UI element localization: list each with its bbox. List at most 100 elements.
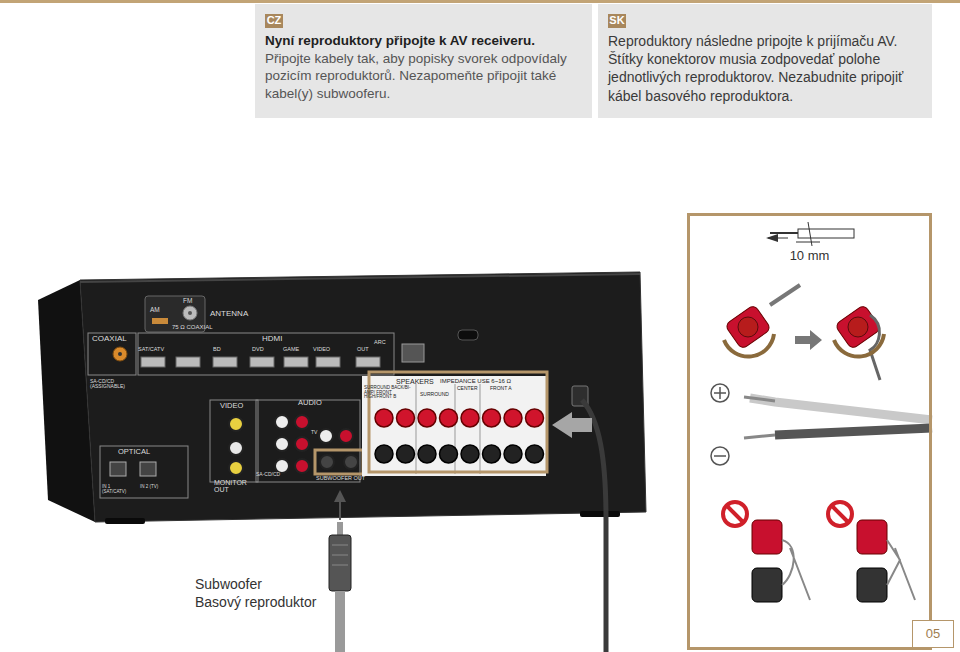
- am-clip: [152, 318, 168, 324]
- red-terminal: [857, 520, 887, 554]
- terminal-step: [724, 285, 884, 380]
- audio-frame: [256, 400, 360, 482]
- black-terminal: [418, 445, 436, 463]
- rca-jack: [295, 415, 309, 429]
- port-label: BD: [213, 347, 221, 353]
- black-terminal: [857, 568, 887, 602]
- minus-symbol: [711, 447, 729, 465]
- rca-jack: [229, 461, 243, 475]
- port-label: SURROUND: [420, 392, 449, 397]
- step-arrow: [795, 330, 822, 350]
- port-label: SPEAKERS: [396, 378, 434, 385]
- wire-core: [770, 232, 798, 234]
- optical-frame: [100, 446, 188, 498]
- port-label: DVD: [252, 347, 264, 353]
- port-label: TV: [311, 430, 317, 435]
- port-label: IN 2 (TV): [140, 485, 166, 490]
- black-terminal: [440, 445, 458, 463]
- optical-port: [110, 462, 126, 476]
- node-body: Připojte kabely tak, aby popisky svorek …: [265, 50, 582, 103]
- node-heading: SK: [608, 14, 626, 28]
- port-label: IMPEDANCE USE 6~16 Ω: [440, 378, 511, 384]
- red-terminal: [526, 409, 544, 427]
- red-terminal: [725, 304, 772, 349]
- rca-jacks: [229, 415, 358, 475]
- red-terminal: [397, 409, 415, 427]
- plug-rib: [332, 555, 348, 556]
- fm-jack: [183, 306, 197, 320]
- no-symbol: [832, 506, 848, 522]
- highlight-frame: [315, 450, 363, 474]
- cut-mark: [808, 222, 812, 246]
- hdmi-frame: [138, 333, 394, 375]
- speaker-panel: [362, 376, 546, 476]
- wire-insulation: [798, 229, 854, 238]
- black-terminal: [483, 445, 501, 463]
- plug-tip: [337, 522, 343, 536]
- speaker-terminals: [375, 409, 544, 463]
- node-heading: 10 mm: [787, 248, 833, 264]
- detail-inset: 10 mm: [687, 213, 932, 650]
- port-label: SURROUND BACK/BI-AMP/ FRONT HIGH/FRONT B: [364, 386, 416, 400]
- divider: [480, 384, 481, 474]
- plus-symbol: [719, 387, 721, 399]
- terminal-cap: [738, 317, 758, 337]
- port-label: OUT: [357, 347, 369, 353]
- red-terminal: [418, 409, 436, 427]
- port-label: MONITOR OUT: [214, 479, 254, 494]
- top-rule: [0, 0, 960, 3]
- coaxial-pin: [118, 352, 122, 356]
- black-terminal: [375, 445, 393, 463]
- pointer-arrow: [552, 412, 592, 438]
- turn-arrow: [724, 334, 774, 357]
- node-heading: Reproduktory následne pripojte k prijíma…: [608, 32, 922, 50]
- red-terminal: [461, 409, 479, 427]
- node-heading: Nyní reproduktory připojte k AV receiver…: [265, 32, 582, 50]
- sub-cable: [335, 591, 345, 652]
- wire-core: [744, 435, 775, 438]
- port-label: IN 1 (SAT/CATV): [102, 485, 134, 494]
- port-label: ARC: [374, 340, 386, 346]
- hdmi-port: [213, 357, 237, 367]
- language-tag: CZ: [265, 14, 283, 28]
- hdmi-port: [284, 357, 308, 367]
- minus-symbol: [714, 455, 726, 457]
- black-terminal: [397, 445, 415, 463]
- receiver-edge: [80, 274, 640, 282]
- rca-jack: [319, 429, 333, 443]
- node-heading: 05: [913, 626, 953, 642]
- rca-jack: [275, 437, 289, 451]
- foot: [105, 518, 145, 524]
- turn-arrow: [834, 334, 884, 357]
- no-symbol: [828, 502, 852, 526]
- plug-body: [329, 535, 351, 591]
- hdmi-port: [250, 357, 274, 367]
- divider: [416, 384, 417, 474]
- coaxial-frame: [88, 333, 136, 375]
- hdmi-port: [141, 357, 165, 367]
- negative-wire: [775, 428, 932, 435]
- wire-core: [744, 397, 775, 401]
- plug-rib: [332, 565, 348, 566]
- pointer-head: [334, 490, 346, 502]
- dimension-line: [796, 242, 820, 243]
- fm-pin: [188, 311, 192, 315]
- red-terminal: [483, 409, 501, 427]
- language-panel: Reproduktory následne pripojte k prijíma…: [598, 4, 932, 118]
- port-label: FM: [183, 298, 192, 305]
- red-terminal: [375, 409, 393, 427]
- port-label: VIDEO: [220, 402, 243, 410]
- red-terminal: [440, 409, 458, 427]
- red-terminal: [752, 520, 782, 554]
- rca-jack: [229, 417, 243, 431]
- terminal-cap: [848, 317, 868, 337]
- port-label: 75 Ω COAXIAL: [172, 324, 213, 330]
- hdmi-ports: [141, 357, 380, 367]
- port-label: OPTICAL: [118, 448, 150, 456]
- plus-symbol: [711, 384, 729, 402]
- rca-jack: [275, 459, 289, 473]
- rca-jack: [344, 455, 358, 469]
- wrong-example: [723, 502, 915, 602]
- rca-jack: [295, 437, 309, 451]
- page-number-box: 05: [912, 620, 954, 648]
